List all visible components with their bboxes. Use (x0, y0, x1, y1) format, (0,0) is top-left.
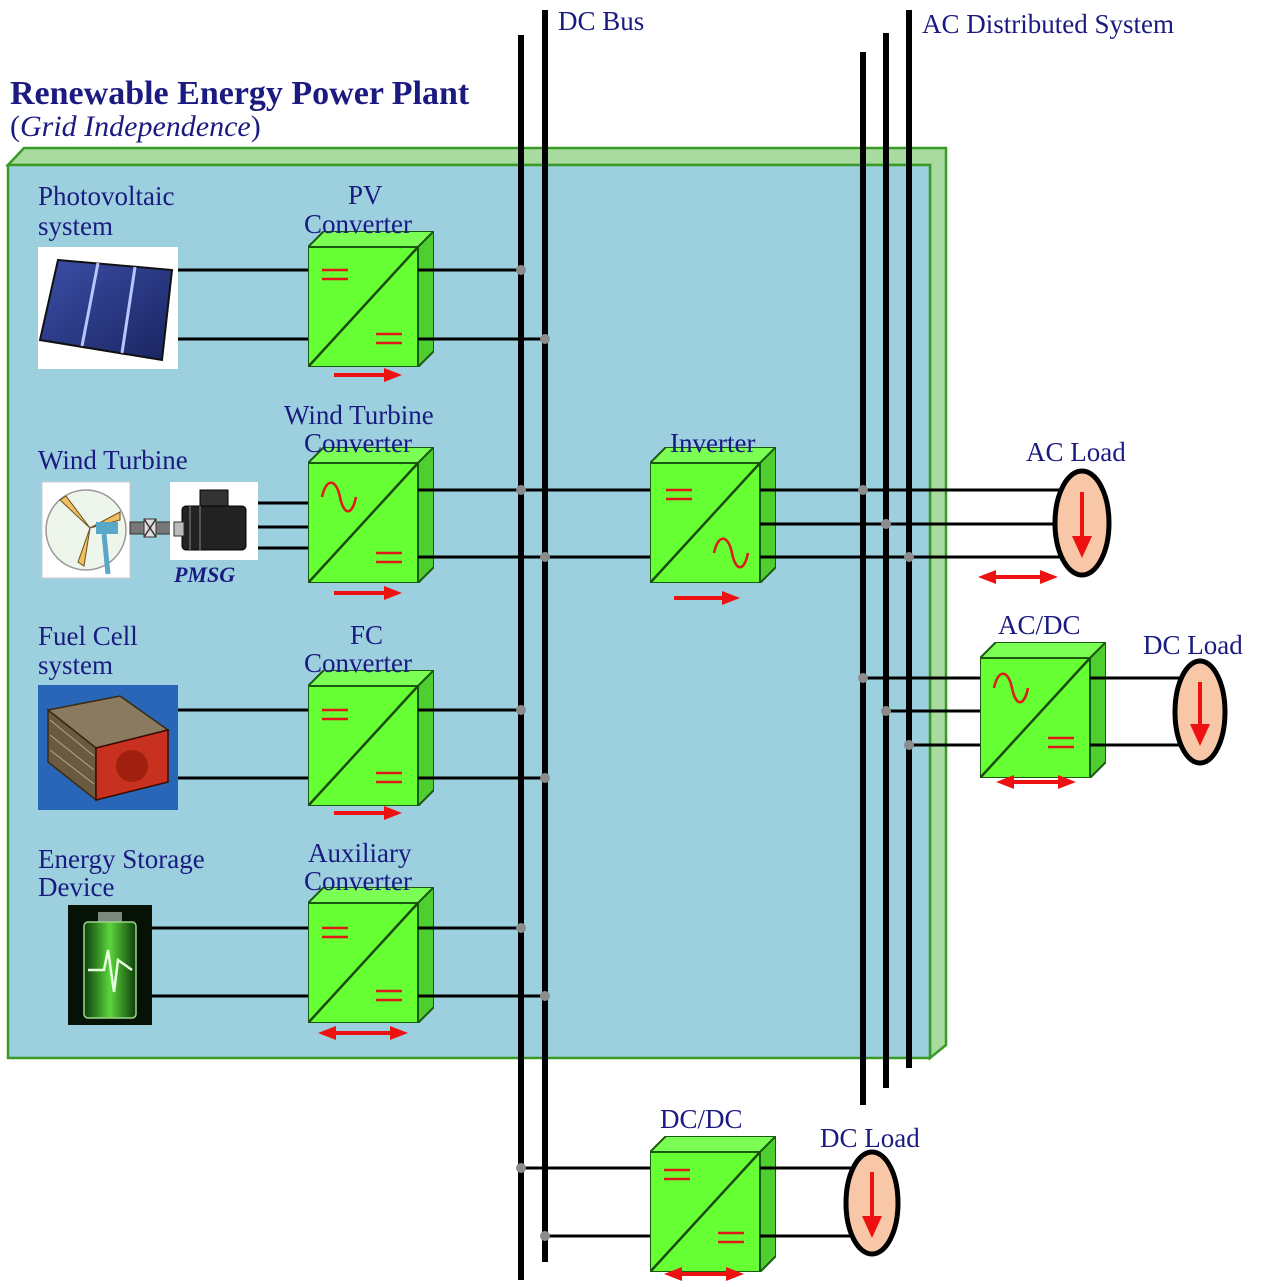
inverter[interactable] (650, 447, 776, 583)
storage-label-line2: Device (38, 872, 114, 902)
solar-panel-icon (38, 247, 178, 369)
fuel-cell-icon (38, 685, 178, 810)
pv-source: Photovoltaic system (38, 181, 178, 369)
dc-symbol-icon (376, 551, 402, 564)
pv-label-line1: Photovoltaic (38, 181, 175, 211)
aux-converter-label-1: Auxiliary (308, 838, 412, 868)
inverter-label: Inverter (670, 428, 755, 458)
dc-symbol-icon (718, 1231, 744, 1244)
svg-text:Wind Turbine: Wind Turbine (284, 400, 434, 430)
ac-load[interactable] (1052, 468, 1112, 578)
fc-converter-label-2: Converter (304, 648, 412, 678)
storage-source: Energy Storage Device (38, 844, 205, 1025)
svg-text:system: system (38, 211, 113, 241)
double-arrow-icon (996, 775, 1076, 789)
svg-text:Converter: Converter (304, 209, 412, 239)
svg-text:PV: PV (348, 180, 383, 210)
svg-text:FC: FC (350, 620, 383, 650)
fc-converter[interactable] (308, 670, 434, 806)
pmsg-motor-icon (170, 482, 258, 560)
svg-text:Converter: Converter (304, 648, 412, 678)
svg-text:Photovoltaic: Photovoltaic (38, 181, 175, 211)
acdc-label: AC/DC (998, 610, 1081, 640)
dc-symbol-icon (1048, 736, 1074, 749)
dc-symbol-icon (376, 332, 402, 345)
dc-symbol-icon (664, 1168, 690, 1181)
wind-converter-label-1: Wind Turbine (284, 400, 434, 430)
dc-load-right-label: DC Load (1143, 630, 1243, 660)
fuel-cell-source: Fuel Cell system (38, 621, 178, 810)
down-arrow-icon (1190, 682, 1210, 746)
wind-source: Wind Turbine PMSG (38, 445, 258, 587)
down-arrow-icon (1072, 492, 1092, 558)
pv-converter-label-1: PV (348, 180, 383, 210)
svg-text:Auxiliary: Auxiliary (308, 838, 412, 868)
pmsg-label: PMSG (173, 562, 235, 587)
right-arrow-icon (334, 368, 402, 382)
ac-system-label: AC Distributed System (922, 9, 1174, 39)
svg-text:system: system (38, 650, 113, 680)
double-arrow-icon (318, 1026, 408, 1040)
svg-text:DC/DC: DC/DC (660, 1104, 743, 1134)
plant-subtitle: (Grid Independence) (10, 110, 261, 143)
wind-turbine-converter[interactable] (308, 447, 434, 583)
svg-text:Device: Device (38, 872, 114, 902)
aux-converter-label-2: Converter (304, 866, 412, 896)
dc-load-right[interactable] (1172, 658, 1228, 766)
pv-label-line2: system (38, 211, 113, 241)
storage-label-line1: Energy Storage (38, 844, 205, 874)
right-arrow-icon (674, 591, 740, 605)
dc-load-bottom-label: DC Load (820, 1123, 920, 1153)
svg-text:Converter: Converter (304, 428, 412, 458)
wind-label: Wind Turbine (38, 445, 188, 475)
right-arrow-icon (334, 586, 402, 600)
svg-text:Energy Storage: Energy Storage (38, 844, 205, 874)
fc-label-line2: system (38, 650, 113, 680)
dc-bus-label: DC Bus (558, 6, 644, 36)
fc-converter-label-1: FC (350, 620, 383, 650)
svg-text:AC/DC: AC/DC (998, 610, 1081, 640)
dc-symbol-icon (666, 488, 692, 501)
dc-symbol-icon (322, 926, 348, 939)
pv-converter[interactable] (308, 231, 434, 367)
ac-load-label: AC Load (1026, 437, 1126, 467)
double-arrow-icon (978, 570, 1058, 584)
coupling-icon (129, 518, 173, 538)
plant-title: Renewable Energy Power Plant (10, 75, 470, 112)
svg-text:Wind Turbine: Wind Turbine (38, 445, 188, 475)
double-arrow-icon (664, 1267, 744, 1281)
dc-symbol-icon (376, 771, 402, 784)
battery-icon (68, 905, 152, 1025)
right-arrow-icon (334, 806, 402, 820)
dcdc-converter[interactable] (650, 1136, 776, 1272)
ac-symbol-icon (992, 672, 1030, 704)
acdc-converter[interactable] (980, 642, 1106, 778)
dc-symbol-icon (376, 989, 402, 1002)
dcdc-label: DC/DC (660, 1104, 743, 1134)
auxiliary-converter[interactable] (308, 887, 434, 1023)
ac-symbol-icon (712, 537, 750, 569)
wind-turbine-icon (41, 481, 131, 579)
svg-text:Converter: Converter (304, 866, 412, 896)
dc-load-bottom[interactable] (843, 1149, 901, 1257)
wind-converter-label-2: Converter (304, 428, 412, 458)
pv-converter-label-2: Converter (304, 209, 412, 239)
down-arrow-icon (862, 1172, 882, 1238)
dc-symbol-icon (322, 708, 348, 721)
dc-symbol-icon (322, 268, 348, 281)
svg-text:Inverter: Inverter (670, 428, 755, 458)
svg-text:Fuel Cell: Fuel Cell (38, 621, 138, 651)
ac-symbol-icon (320, 481, 358, 513)
fc-label-line1: Fuel Cell (38, 621, 138, 651)
